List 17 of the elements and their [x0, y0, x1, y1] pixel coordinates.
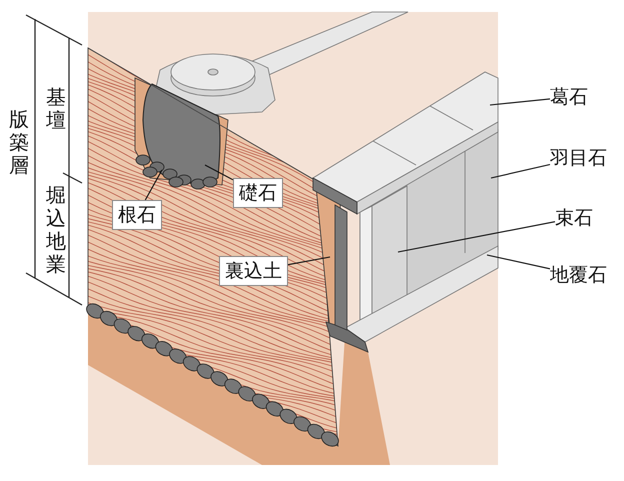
leader-line — [490, 98, 550, 106]
leader-line — [486, 254, 550, 270]
label-box: 礎石 — [233, 178, 283, 208]
leader-line — [144, 170, 162, 200]
leader-line — [490, 164, 550, 179]
part-label: 地覆石 — [550, 264, 607, 286]
label-box: 根石 — [112, 200, 162, 230]
layer-label: 堀込地業 — [45, 184, 67, 276]
leader-line — [398, 221, 556, 253]
part-label: 束石 — [555, 207, 593, 229]
layer-label: 基壇 — [45, 86, 67, 132]
label-box: 裏込土 — [219, 256, 288, 286]
leader-line — [204, 164, 234, 180]
leader-line — [288, 256, 330, 266]
part-label: 羽目石 — [550, 147, 607, 169]
layer-label: 版築層 — [8, 108, 30, 177]
part-label: 葛石 — [550, 86, 588, 108]
